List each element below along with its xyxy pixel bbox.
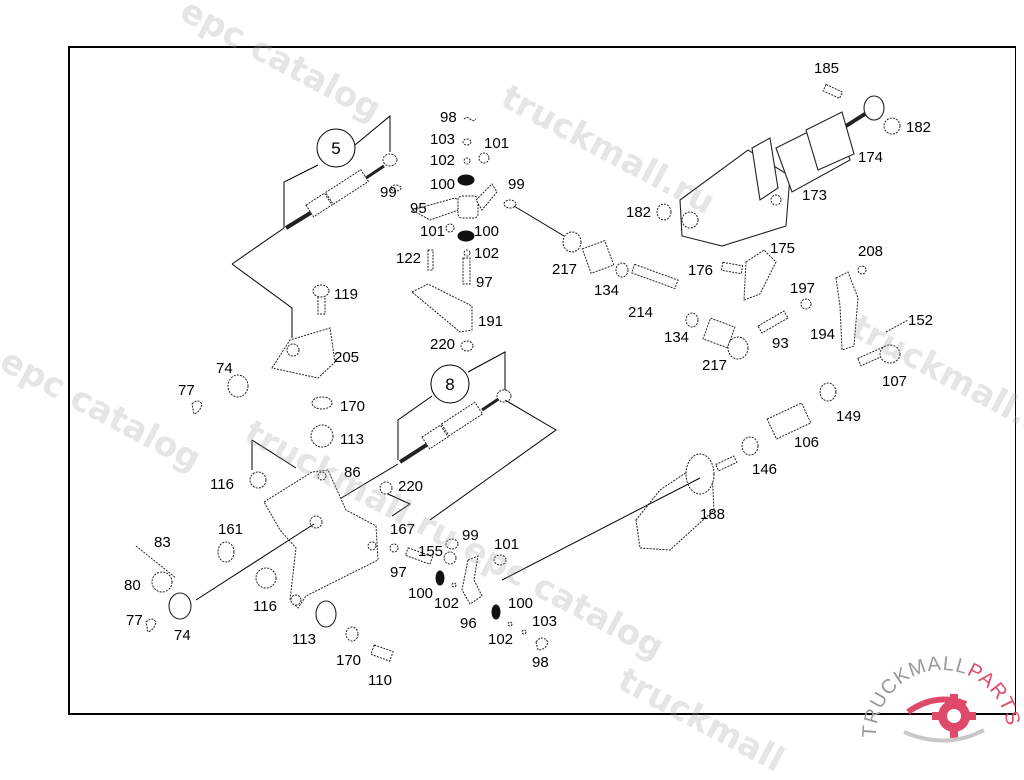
clutch-cylinder-173: [656, 83, 901, 247]
part-label-205: 205: [334, 349, 359, 366]
part-label-106: 106: [794, 434, 819, 451]
cable-rod: [284, 153, 398, 230]
part-label-176: 176: [688, 262, 713, 279]
part-label-188: 188: [700, 506, 725, 523]
part-label-99: 99: [380, 184, 397, 201]
part-label-197: 197: [790, 280, 815, 297]
cable-assembly-8: 8: [337, 351, 557, 521]
bracket-205: [271, 284, 336, 379]
part-label-98: 98: [532, 654, 549, 671]
part-label-102: 102: [488, 631, 513, 648]
callout-8-circle: [430, 364, 470, 404]
part-label-191: 191: [478, 313, 503, 330]
part-label-175: 175: [770, 240, 795, 257]
part-label-167: 167: [390, 521, 415, 538]
part-label-93: 93: [772, 335, 789, 352]
part-label-116: 116: [210, 476, 234, 493]
callout-5-circle: [316, 128, 356, 168]
part-label-74: 74: [174, 627, 191, 644]
part-label-217: 217: [702, 357, 727, 374]
part-label-101: 101: [484, 135, 509, 152]
part-label-220: 220: [398, 478, 423, 495]
diagram-frame: [68, 46, 1016, 715]
part-label-182: 182: [626, 204, 651, 221]
part-label-149: 149: [836, 408, 861, 425]
part-label-134: 134: [664, 329, 689, 346]
truckmallparts-logo: TRUCKMALLPARTS: [859, 653, 1023, 743]
part-label-97: 97: [390, 564, 407, 581]
lever-194: [835, 271, 909, 367]
part-label-98: 98: [440, 109, 457, 126]
part-label-86: 86: [344, 464, 361, 481]
part-label-173: 173: [802, 187, 827, 204]
part-label-77: 77: [126, 612, 143, 629]
part-label-96: 96: [460, 615, 477, 632]
part-label-155: 155: [418, 543, 443, 560]
part-label-170: 170: [336, 652, 361, 669]
callout-8-number: 8: [445, 375, 454, 394]
bracket-86: [135, 374, 412, 662]
part-label-208: 208: [858, 243, 883, 260]
part-label-101: 101: [420, 223, 445, 240]
part-label-100: 100: [474, 223, 499, 240]
part-label-97: 97: [476, 274, 493, 291]
part-label-146: 146: [752, 461, 777, 478]
part-label-122: 122: [396, 250, 421, 267]
part-label-134: 134: [594, 282, 619, 299]
part-labels: 185 182 174 173 182 98 103 101 102 100 9…: [124, 60, 933, 689]
part-label-101: 101: [494, 536, 519, 553]
part-label-170: 170: [340, 398, 365, 415]
parts-diagram: 5: [124, 60, 933, 689]
part-label-102: 102: [430, 152, 455, 169]
part-label-107: 107: [882, 373, 907, 390]
linkage-rod: [562, 231, 789, 360]
part-label-174: 174: [858, 149, 883, 166]
part-label-119: 119: [334, 286, 358, 303]
part-label-182: 182: [906, 119, 931, 136]
part-label-103: 103: [430, 131, 455, 148]
plate-175: [720, 249, 867, 310]
part-label-116: 116: [253, 598, 277, 615]
part-label-103: 103: [532, 613, 557, 630]
part-label-217: 217: [552, 261, 577, 278]
part-label-110: 110: [368, 672, 392, 689]
gear-icon: [903, 694, 985, 743]
part-label-161: 161: [218, 521, 243, 538]
part-label-102: 102: [434, 595, 459, 612]
part-label-194: 194: [810, 326, 835, 343]
part-label-102: 102: [474, 245, 499, 262]
part-label-74: 74: [216, 360, 233, 377]
valve-188: [501, 382, 837, 581]
part-label-220: 220: [430, 336, 455, 353]
part-label-99: 99: [508, 176, 525, 193]
part-label-100: 100: [508, 595, 533, 612]
part-label-113: 113: [292, 631, 316, 648]
pivot-lever-96: [389, 538, 549, 651]
part-label-99: 99: [462, 527, 479, 544]
part-label-100: 100: [408, 585, 433, 602]
part-label-77: 77: [178, 382, 195, 399]
pivot-lever-95: [390, 117, 517, 352]
part-label-113: 113: [340, 431, 364, 448]
part-label-100: 100: [430, 176, 455, 193]
callout-5-number: 5: [331, 139, 340, 158]
part-label-83: 83: [154, 534, 171, 551]
part-label-152: 152: [908, 312, 933, 329]
part-label-95: 95: [410, 200, 427, 217]
cable-assembly-5: 5: [231, 114, 398, 338]
part-label-214: 214: [628, 304, 653, 321]
part-label-185: 185: [814, 60, 839, 77]
part-label-80: 80: [124, 577, 141, 594]
